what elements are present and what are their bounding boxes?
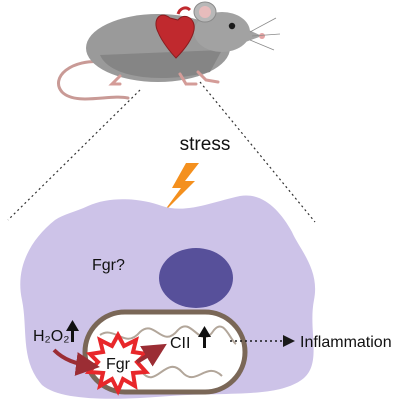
cii-label: CII (170, 335, 190, 352)
zoom-line-left (7, 89, 141, 221)
h2o2-label: H₂O₂ (33, 328, 69, 345)
fgr-label: Fgr (106, 356, 131, 373)
stress-label: stress (180, 134, 231, 155)
cii-increase-arrow-icon (198, 326, 211, 348)
h2o2-increase-arrow-icon (66, 320, 79, 342)
fgr-to-cii-arrow (135, 343, 167, 367)
inflammation-label: Inflammation (300, 334, 392, 351)
h2o2-to-fgr-arrow (52, 348, 100, 376)
zoom-line-right (199, 81, 316, 223)
nucleus (159, 248, 233, 308)
mouse-eye (228, 22, 236, 30)
mouse-tail (57, 59, 130, 101)
lightning-bolt-icon (162, 163, 199, 214)
heart-icon (155, 6, 195, 59)
fgr-question-label: Fgr? (92, 257, 125, 274)
mouse-illustration (57, 1, 281, 101)
